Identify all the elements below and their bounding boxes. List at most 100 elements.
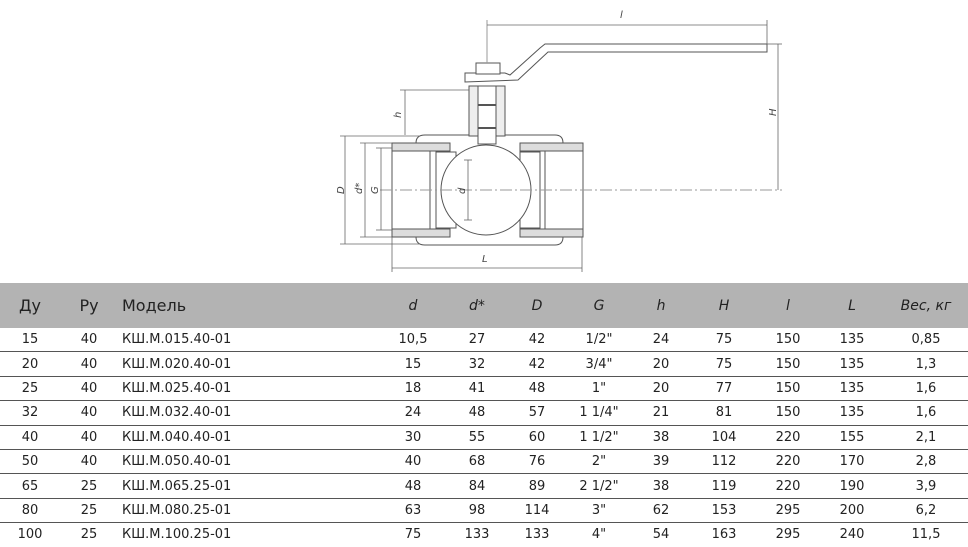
- cell-d: 18: [378, 376, 448, 402]
- cell-l: 150: [756, 351, 820, 377]
- cell-d-star: 68: [448, 449, 506, 475]
- cell-H: 112: [692, 449, 756, 475]
- cell-d-star: 41: [448, 376, 506, 402]
- cell-weight: 6,2: [884, 498, 968, 524]
- cell-H: 163: [711, 527, 737, 543]
- stem-nut: [475, 62, 501, 75]
- cell-G: 3/4": [568, 351, 630, 377]
- cell-ru: 40: [60, 400, 118, 426]
- cell-H: 119: [692, 473, 756, 499]
- cell-H: 81: [692, 400, 756, 426]
- cell-weight: 0,85: [884, 328, 968, 353]
- cell-weight: 2,8: [884, 449, 968, 475]
- cell-ru: 40: [60, 449, 118, 475]
- cell-du: 80: [0, 498, 60, 524]
- cell-model: КШ.М.040.40-01: [118, 425, 378, 450]
- valve-body: [415, 134, 564, 246]
- cell-G: 2 1/2": [568, 473, 630, 499]
- cell-D: 48: [506, 376, 568, 402]
- cell-L: 155: [820, 425, 884, 450]
- cell-L: 170: [820, 449, 884, 475]
- cell-l: 295: [756, 498, 820, 524]
- cell-D: 42: [506, 351, 568, 377]
- cell-model: КШ.М.025.40-01: [118, 376, 378, 402]
- cell-G: 3": [568, 498, 630, 524]
- cell-H: 75: [692, 328, 756, 353]
- dim-label-d-star: d*: [354, 183, 365, 194]
- cell-ru: 40: [60, 425, 118, 450]
- cell-h: 38: [630, 425, 692, 450]
- cell-L: 135: [820, 376, 884, 402]
- cell-weight: 2,1: [884, 425, 968, 450]
- cell-h: 39: [630, 449, 692, 475]
- cell-ru: 40: [60, 376, 118, 402]
- cell-L: 135: [820, 351, 884, 377]
- cell-model: КШ.М.050.40-01: [118, 449, 378, 475]
- cell-l: 295: [775, 527, 801, 543]
- cell-h: 38: [630, 473, 692, 499]
- dim-label-L: L: [482, 254, 488, 265]
- column-header-G: G: [593, 297, 605, 314]
- cell-ru: 25: [60, 473, 118, 499]
- cell-ru: 40: [60, 351, 118, 377]
- dim-label-l: l: [620, 10, 623, 21]
- cell-du: 40: [0, 425, 60, 450]
- column-header-l: l: [786, 297, 790, 314]
- column-header-d: d: [408, 297, 418, 314]
- dim-label-D: D: [336, 186, 347, 194]
- cell-L: 135: [820, 328, 884, 353]
- cell-H: 104: [692, 425, 756, 450]
- cell-L: 135: [820, 400, 884, 426]
- cell-D: 114: [506, 498, 568, 524]
- cell-l: 150: [756, 400, 820, 426]
- cell-model: КШ.М.100.25-01: [122, 527, 232, 543]
- cell-l: 220: [756, 473, 820, 499]
- cell-D: 57: [506, 400, 568, 426]
- cell-du: 50: [0, 449, 60, 475]
- cell-model: КШ.М.080.25-01: [118, 498, 378, 524]
- cell-weight: 11,5: [911, 527, 941, 543]
- cell-D: 89: [506, 473, 568, 499]
- cell-G: 2": [568, 449, 630, 475]
- cell-d: 48: [378, 473, 448, 499]
- cell-d: 10,5: [378, 328, 448, 353]
- cell-H: 153: [692, 498, 756, 524]
- cell-d-star: 98: [448, 498, 506, 524]
- cell-du: 25: [0, 376, 60, 402]
- cell-G: 1 1/4": [568, 400, 630, 426]
- column-header-L: L: [848, 297, 856, 314]
- cell-du: 32: [0, 400, 60, 426]
- cell-ru: 25: [80, 527, 98, 543]
- cell-h: 24: [630, 328, 692, 353]
- cell-du: 15: [0, 328, 60, 353]
- column-header-H: H: [718, 297, 730, 314]
- cell-h: 20: [630, 376, 692, 402]
- valve-handle: [464, 43, 768, 83]
- cell-weight: 3,9: [884, 473, 968, 499]
- cell-d: 63: [378, 498, 448, 524]
- cell-G: 4": [591, 527, 607, 543]
- cell-model: КШ.М.015.40-01: [118, 328, 378, 353]
- dim-label-G: G: [370, 186, 381, 194]
- cell-h: 54: [652, 527, 670, 543]
- cell-d-star: 48: [448, 400, 506, 426]
- cell-d: 24: [378, 400, 448, 426]
- column-header-h: h: [656, 297, 666, 314]
- cell-model: КШ.М.032.40-01: [118, 400, 378, 426]
- cell-d: 30: [378, 425, 448, 450]
- cell-G: 1 1/2": [568, 425, 630, 450]
- column-header-d-star: d*: [469, 297, 485, 314]
- cell-ru: 40: [60, 328, 118, 353]
- cell-model: КШ.М.020.40-01: [118, 351, 378, 377]
- cell-H: 77: [692, 376, 756, 402]
- cell-l: 150: [756, 328, 820, 353]
- dim-label-H: H: [768, 108, 779, 116]
